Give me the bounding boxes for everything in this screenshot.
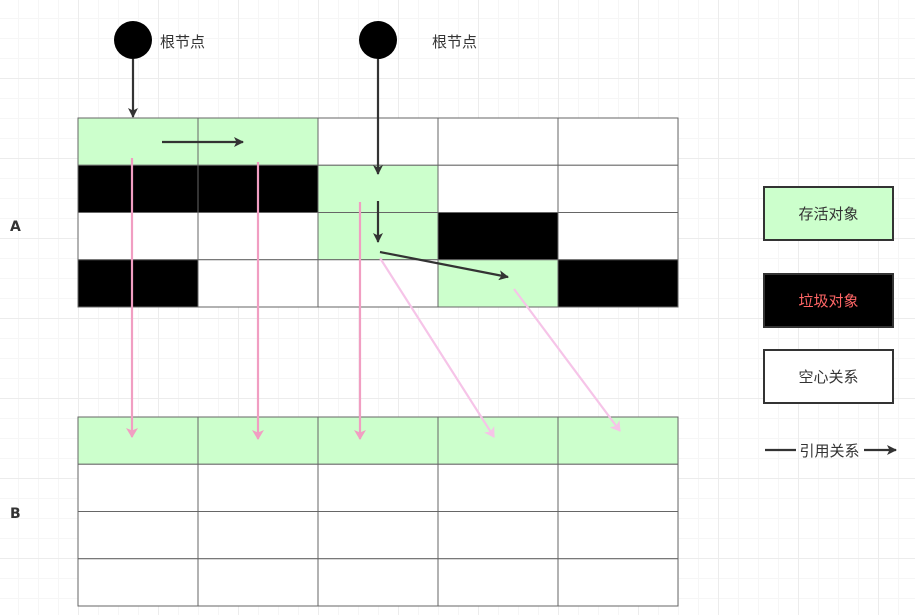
region-a-cell-r3-c1-empty [77, 212, 199, 261]
region-b-cell-r3-c4-empty [437, 511, 559, 560]
region-b-cell-r2-c2-empty [197, 463, 319, 512]
legend-empty-label: 空心关系 [798, 368, 858, 386]
region-b-cell-r1-c5-live [557, 416, 679, 465]
region-a-cell-r2-c5-empty [557, 164, 679, 213]
root-node-left [114, 21, 152, 59]
legend-live-swatch [763, 186, 894, 241]
section-b-label: B [10, 506, 21, 522]
region-b-cell-r4-c1-empty [77, 558, 199, 607]
region-b-cell-r4-c5-empty [557, 558, 679, 607]
region-b-cell-r2-c1-empty [77, 463, 199, 512]
region-a-cell-r3-c5-empty [557, 212, 679, 261]
region-a-cell-r1-c5-empty [557, 117, 679, 166]
copy-arrow-5 [513, 288, 621, 432]
region-a-cell-r4-c5-garbage [557, 259, 679, 308]
root-node-right [359, 21, 397, 59]
region-b-cell-r2-c5-empty [557, 463, 679, 512]
region-b-cell-r3-c3-empty [317, 511, 439, 560]
copy-arrow-4 [379, 257, 495, 438]
memory-region-b [77, 416, 679, 607]
legend-reference-label: 引用关系 [799, 442, 859, 460]
memory-region-a [77, 117, 679, 308]
region-a-cell-r2-c4-empty [437, 164, 559, 213]
region-b-cell-r2-c3-empty [317, 463, 439, 512]
region-b-cell-r1-c1-live [77, 416, 199, 465]
region-a-cell-r2-c1-garbage [77, 164, 199, 213]
root-node-left-label: 根节点 [160, 33, 205, 51]
ref-arrow-a3b-a4 [379, 250, 509, 281]
section-a-label: A [10, 219, 21, 235]
root-node-right-label: 根节点 [432, 33, 477, 51]
legend-garbage-label: 垃圾对象 [798, 292, 858, 310]
region-b-cell-r4-c2-empty [197, 558, 319, 607]
region-a-cell-r3-c4-garbage [437, 212, 559, 261]
region-b-cell-r3-c2-empty [197, 511, 319, 560]
region-a-cell-r4-c3-empty [317, 259, 439, 308]
region-b-cell-r4-c3-empty [317, 558, 439, 607]
legend-live-label: 存活对象 [798, 205, 858, 223]
legend-empty-swatch [763, 349, 894, 404]
region-b-cell-r1-c3-live [317, 416, 439, 465]
legend: 存活对象 垃圾对象 空心关系 引用关系 [763, 186, 897, 460]
region-b-cell-r3-c5-empty [557, 511, 679, 560]
legend-garbage-swatch [763, 273, 894, 328]
region-b-cell-r4-c4-empty [437, 558, 559, 607]
region-a-cell-r4-c1-garbage [77, 259, 199, 308]
region-b-cell-r3-c1-empty [77, 511, 199, 560]
region-b-cell-r1-c4-live [437, 416, 559, 465]
region-a-cell-r1-c4-empty [437, 117, 559, 166]
region-b-cell-r2-c4-empty [437, 463, 559, 512]
